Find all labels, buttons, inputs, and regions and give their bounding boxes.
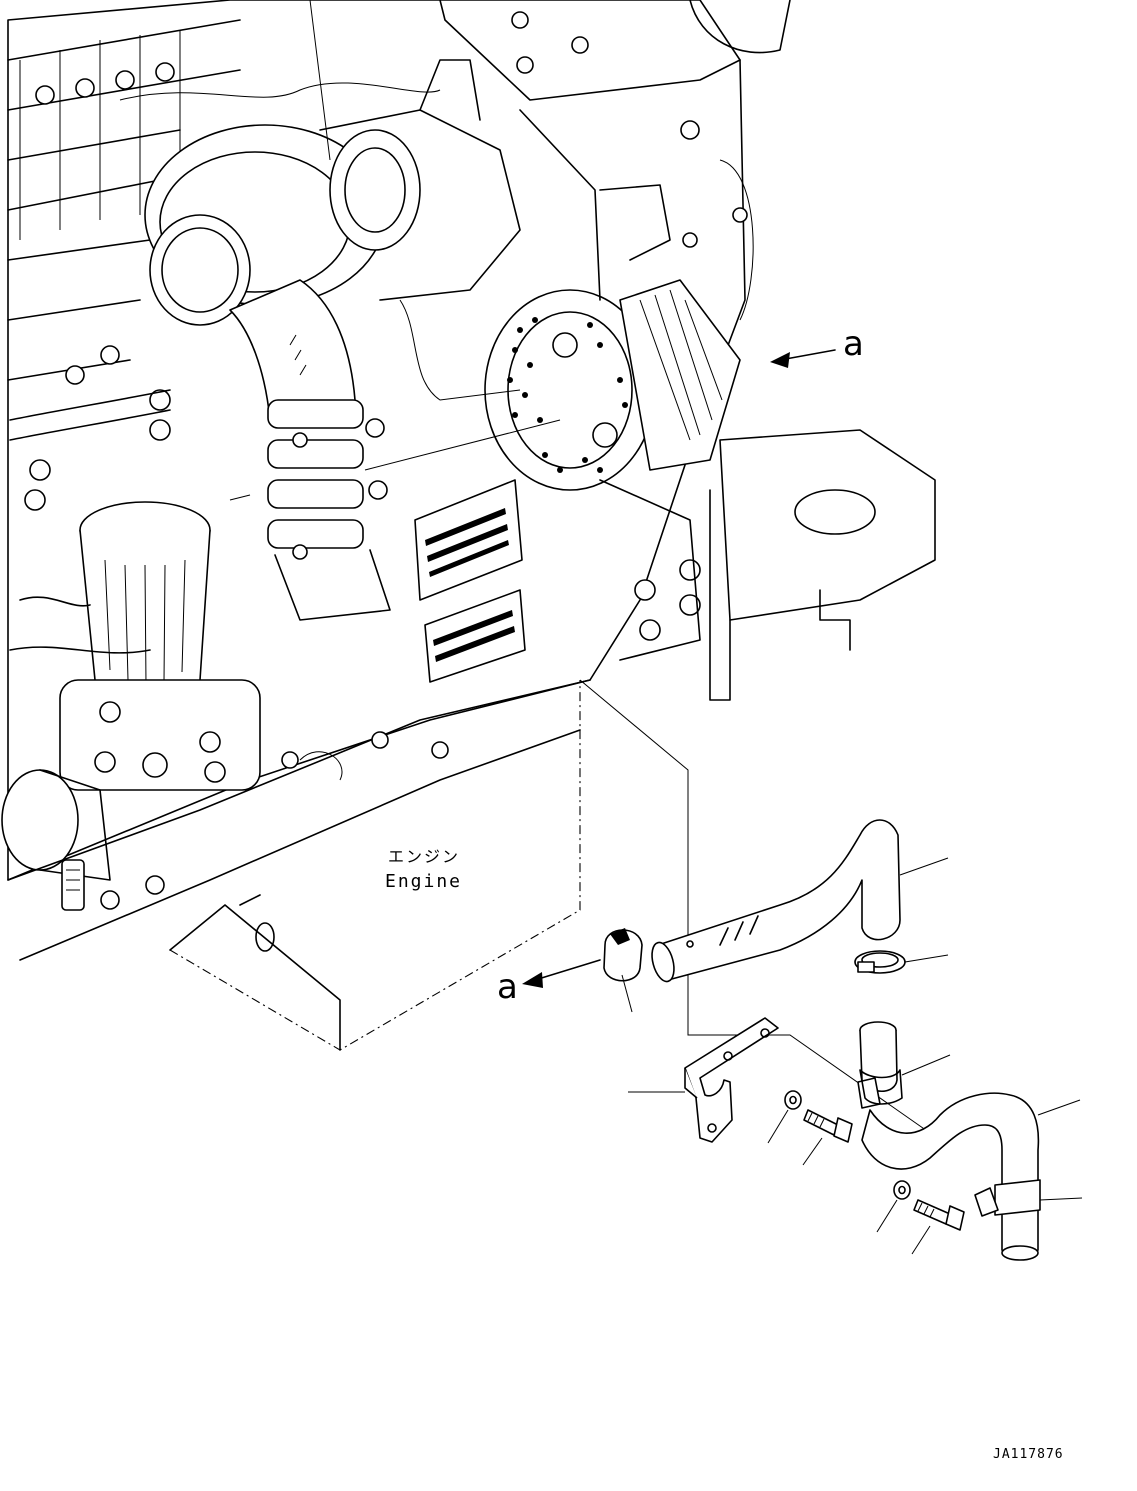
hose-clamp-upper [854, 950, 949, 974]
oil-pan [7, 679, 591, 1051]
mounting-bracket [628, 1017, 779, 1143]
drawing-code: JA117876 [993, 1447, 1064, 1462]
engine-label-jp: エンジン [388, 847, 460, 866]
alternator [484, 279, 741, 491]
engine-label: エンジン Engine [385, 847, 462, 892]
flywheel-housing [439, 0, 791, 301]
cylinder-head [7, 19, 241, 511]
tube-with-clip [857, 1021, 951, 1109]
intake-hose [229, 279, 391, 621]
bolt-lower [911, 1199, 965, 1255]
callout-a-upper: a [770, 324, 864, 368]
wiring-harness [119, 0, 754, 401]
air-hose [651, 819, 949, 983]
hose-clamp-left [603, 928, 643, 1013]
engine-label-en: Engine [385, 871, 462, 892]
engine-assembly [1, 0, 936, 1051]
bent-tube [861, 1092, 1081, 1261]
callout-a-lower: a [497, 959, 601, 1007]
turbocharger [144, 59, 521, 326]
name-plate-lower [424, 589, 526, 683]
name-plate-upper [414, 479, 523, 601]
fuel-filter [9, 501, 261, 791]
washer-lower [876, 1180, 911, 1233]
bolt-upper [802, 1109, 853, 1166]
washer-upper [767, 1090, 802, 1144]
engine-mount-bracket [599, 429, 936, 701]
callout-a-lower-label: a [497, 967, 518, 1007]
tube-clamp-lower [974, 1179, 1083, 1217]
assembly-leader-line [579, 679, 941, 1141]
callout-a-upper-label: a [843, 324, 864, 364]
starter-motor [1, 769, 111, 911]
